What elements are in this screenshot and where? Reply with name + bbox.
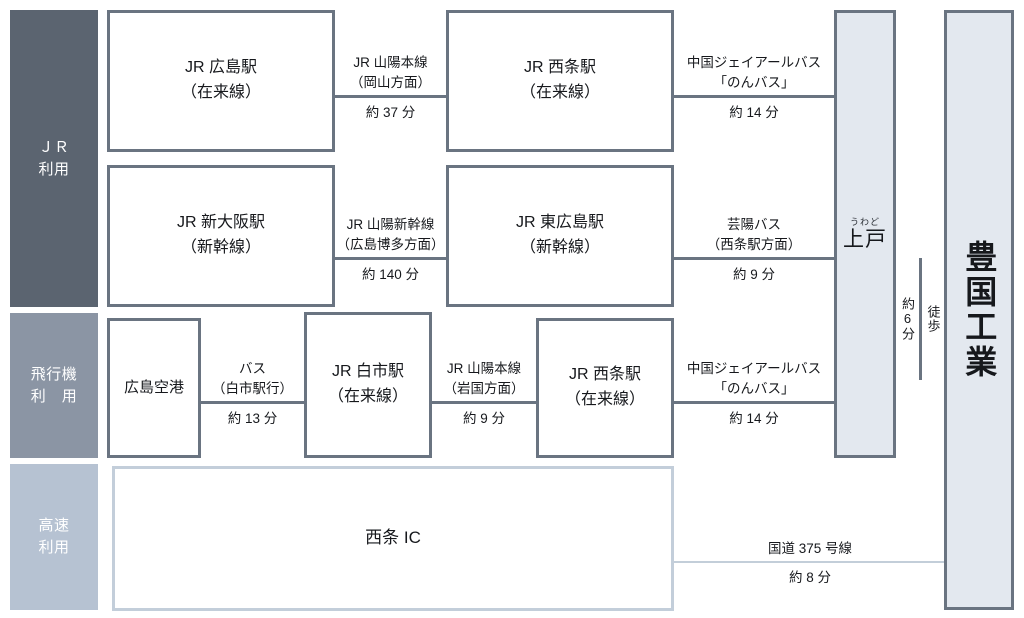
connector-mode-label: 国道 375 号線 (767, 540, 853, 556)
connector-line (335, 257, 446, 261)
connector-duration-label: 約6分 (900, 297, 915, 341)
connector-duration-label: 約 14 分 (729, 411, 779, 427)
connector-mode-label: バス （白市駅行） (212, 361, 293, 396)
connector-shiraichi-to-saijo: JR 山陽本線 （岩国方面） 約 9 分 (432, 337, 536, 429)
connector-higashi-hiroshima-to-uwado: 芸陽バス （西条駅方面） 約 9 分 (674, 190, 834, 285)
connector-line (674, 95, 834, 99)
node-line-2: （在来線） (180, 84, 261, 101)
connector-duration-label: 約 9 分 (462, 411, 505, 427)
connector-line (674, 401, 834, 405)
connector-airport-to-shiraichi: バス （白市駅行） 約 13 分 (201, 337, 304, 429)
connector-saijo-ic-to-destination: 国道 375 号線 約 8 分 (674, 512, 946, 588)
connector-duration-label: 約 9 分 (732, 267, 775, 283)
node-line-2: （在来線） (519, 84, 600, 101)
connector-line (335, 95, 446, 99)
connector-duration-label: 約 140 分 (361, 267, 420, 283)
connector-duration-label: 約 14 分 (729, 105, 779, 121)
node-line-1: 広島空港 (123, 379, 184, 397)
mode-label-airplane: 飛行機 利 用 (10, 313, 98, 458)
uwado-furigana: うわど (849, 217, 880, 227)
node-line-2: （新幹線） (180, 239, 261, 256)
node-line-1: JR 西条駅 (568, 366, 641, 384)
connector-duration-label: 約 8 分 (788, 570, 831, 586)
node-line-1: JR 西条駅 (523, 59, 596, 77)
node-line-2: （新幹線） (519, 239, 600, 256)
mode-label-jr: ＪＲ 利用 (10, 10, 98, 307)
node-line-1: 西条 IC (365, 528, 421, 548)
connector-line (918, 258, 922, 380)
connector-duration-label: 約 13 分 (227, 411, 278, 427)
connector-saijo-to-uwado-airport-route: 中国ジェイアールバス 「のんバス」 約 14 分 (674, 337, 834, 429)
connector-mode-label: 中国ジェイアールバス 「のんバス」 (686, 361, 822, 396)
uwado-name: 上戸 (843, 228, 887, 251)
connector-line (432, 401, 536, 405)
destination-name: 豊国工業 (961, 240, 998, 380)
node-jr-higashi-hiroshima-station: JR 東広島駅 （新幹線） (446, 165, 674, 307)
node-hiroshima-airport: 広島空港 (107, 318, 201, 458)
node-line-1: JR 東広島駅 (515, 214, 604, 232)
connector-line (201, 401, 304, 405)
node-jr-saijo-station-airport-route: JR 西条駅 （在来線） (536, 318, 674, 458)
connector-line (674, 561, 946, 564)
node-line-2: （在来線） (327, 388, 408, 405)
node-jr-saijo-station-conventional: JR 西条駅 （在来線） (446, 10, 674, 152)
mode-label-highway: 高速 利用 (10, 464, 98, 610)
uwado-label-group: うわど 上戸 (843, 217, 887, 251)
node-uwado-bus-stop: うわど 上戸 (834, 10, 896, 458)
node-saijo-interchange: 西条 IC (112, 466, 674, 611)
node-line-1: JR 広島駅 (184, 59, 257, 77)
node-jr-shin-osaka-station: JR 新大阪駅 （新幹線） (107, 165, 335, 307)
connector-mode-label: JR 山陽新幹線 （広島博多方面） (336, 217, 445, 252)
connector-mode-label: 芸陽バス （西条駅方面） (706, 217, 802, 252)
connector-hiroshima-to-saijo: JR 山陽本線 （岡山方面） 約 37 分 (335, 28, 446, 123)
node-line-2: （在来線） (564, 391, 645, 408)
node-line-1: JR 白市駅 (331, 363, 404, 381)
connector-uwado-to-destination-walk: 約6分 徒歩 (896, 258, 944, 380)
node-destination-houkoku-kogyo: 豊国工業 (944, 10, 1014, 610)
node-jr-shiraichi-station: JR 白市駅 （在来線） (304, 312, 432, 458)
connector-mode-label: 中国ジェイアールバス 「のんバス」 (686, 55, 822, 90)
connector-shin-osaka-to-higashi-hiroshima: JR 山陽新幹線 （広島博多方面） 約 140 分 (335, 190, 446, 285)
connector-mode-label: JR 山陽本線 （岡山方面） (350, 55, 431, 90)
node-jr-hiroshima-station: JR 広島駅 （在来線） (107, 10, 335, 152)
connector-mode-label: JR 山陽本線 （岩国方面） (443, 361, 525, 396)
node-line-1: JR 新大阪駅 (176, 214, 265, 232)
connector-line (674, 257, 834, 261)
connector-mode-label: 徒歩 (925, 305, 941, 333)
connector-duration-label: 約 37 分 (365, 105, 416, 121)
connector-saijo-to-uwado-jr: 中国ジェイアールバス 「のんバス」 約 14 分 (674, 28, 834, 123)
